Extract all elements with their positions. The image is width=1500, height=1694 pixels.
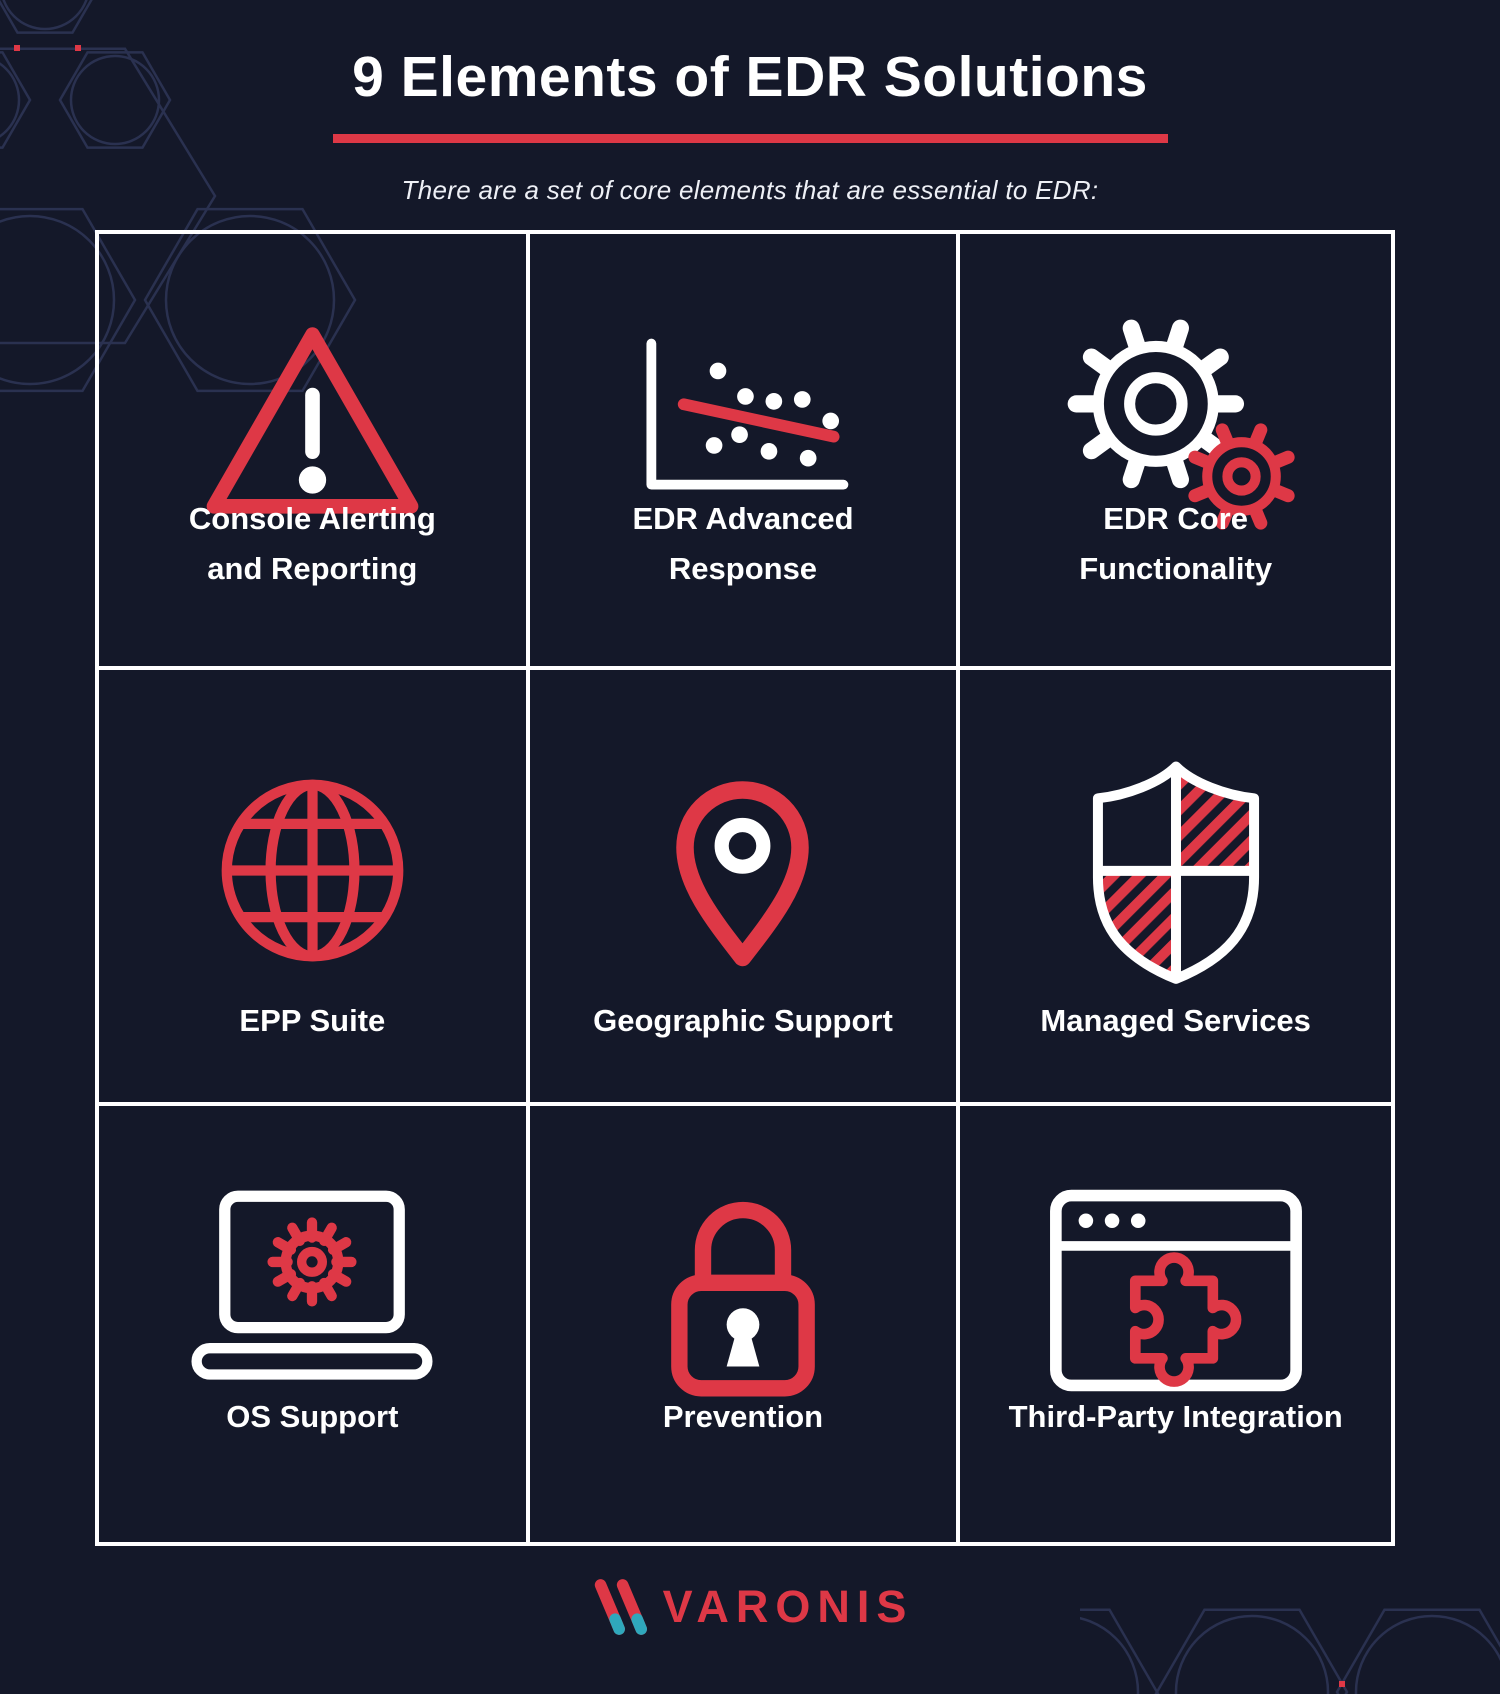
- icon-box: [530, 670, 957, 1070]
- cell-label: Geographic Support: [593, 1002, 893, 1038]
- cell-geographic-support: Geographic Support: [529, 670, 961, 1106]
- cell-edr-advanced-response: EDR Advanced Response: [529, 234, 961, 670]
- padlock-icon: [671, 1201, 815, 1397]
- page-subtitle: There are a set of core elements that ar…: [401, 175, 1099, 205]
- warning-triangle-icon: [206, 327, 419, 514]
- cell-label: EDR Advanced Response: [632, 500, 854, 586]
- icon-box: [99, 234, 526, 604]
- location-pin-icon: [676, 781, 810, 967]
- cell-edr-core-functionality: EDR Core Functionality: [960, 234, 1391, 670]
- cell-prevention: Prevention: [530, 1106, 961, 1542]
- icon-box: [99, 670, 526, 1070]
- icon-box: [960, 234, 1391, 604]
- title-underline: [332, 134, 1168, 143]
- elements-grid: Console Alerting and Reporting: [95, 230, 1395, 1546]
- cell-label: Prevention: [662, 1398, 824, 1434]
- cell-console-alerting: Console Alerting and Reporting: [99, 234, 530, 670]
- icon-box: [530, 1106, 957, 1476]
- icon-box: [530, 234, 957, 604]
- cell-label: EPP Suite: [239, 1002, 386, 1038]
- cell-label: Console Alerting and Reporting: [188, 500, 436, 586]
- cell-third-party-integration: Third-Party Integration: [960, 1106, 1391, 1542]
- shield-icon: [1092, 761, 1259, 984]
- cell-managed-services: Managed Services: [960, 670, 1391, 1106]
- varonis-logo-mark-icon: [594, 1579, 647, 1635]
- varonis-logo: VARONIS: [0, 1578, 1500, 1636]
- laptop-gear-icon: [191, 1190, 433, 1380]
- gears-icon: [1067, 319, 1295, 530]
- browser-puzzle-icon: [1049, 1189, 1302, 1392]
- header: 9 Elements of EDR Solutions There are a …: [0, 0, 1500, 206]
- cell-label: Third-Party Integration: [1008, 1398, 1343, 1434]
- cell-epp-suite: EPP Suite: [99, 670, 530, 1106]
- varonis-logo-text: VARONIS: [662, 1581, 914, 1632]
- cell-label: EDR Core Functionality: [1079, 500, 1273, 586]
- page-title: 9 Elements of EDR Solutions: [352, 45, 1148, 109]
- cell-os-support: OS Support: [99, 1106, 530, 1542]
- cell-label: Managed Services: [1040, 1002, 1311, 1038]
- cell-label: OS Support: [226, 1398, 399, 1434]
- scatter-chart-icon: [646, 338, 849, 490]
- icon-box: [99, 1106, 526, 1476]
- globe-icon: [221, 779, 404, 961]
- icon-box: [960, 670, 1391, 1070]
- icon-box: [960, 1106, 1391, 1476]
